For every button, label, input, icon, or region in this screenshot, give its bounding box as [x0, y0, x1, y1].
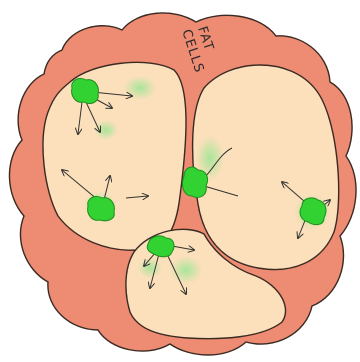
glow-halo	[94, 120, 118, 140]
stem-cell	[300, 198, 326, 225]
glow-halo	[124, 76, 156, 100]
stem-cell	[88, 196, 115, 220]
stem-cell	[72, 78, 99, 103]
stem-cell	[182, 167, 207, 197]
fat-cell-top-left	[43, 62, 186, 250]
glow-halo	[138, 258, 162, 278]
